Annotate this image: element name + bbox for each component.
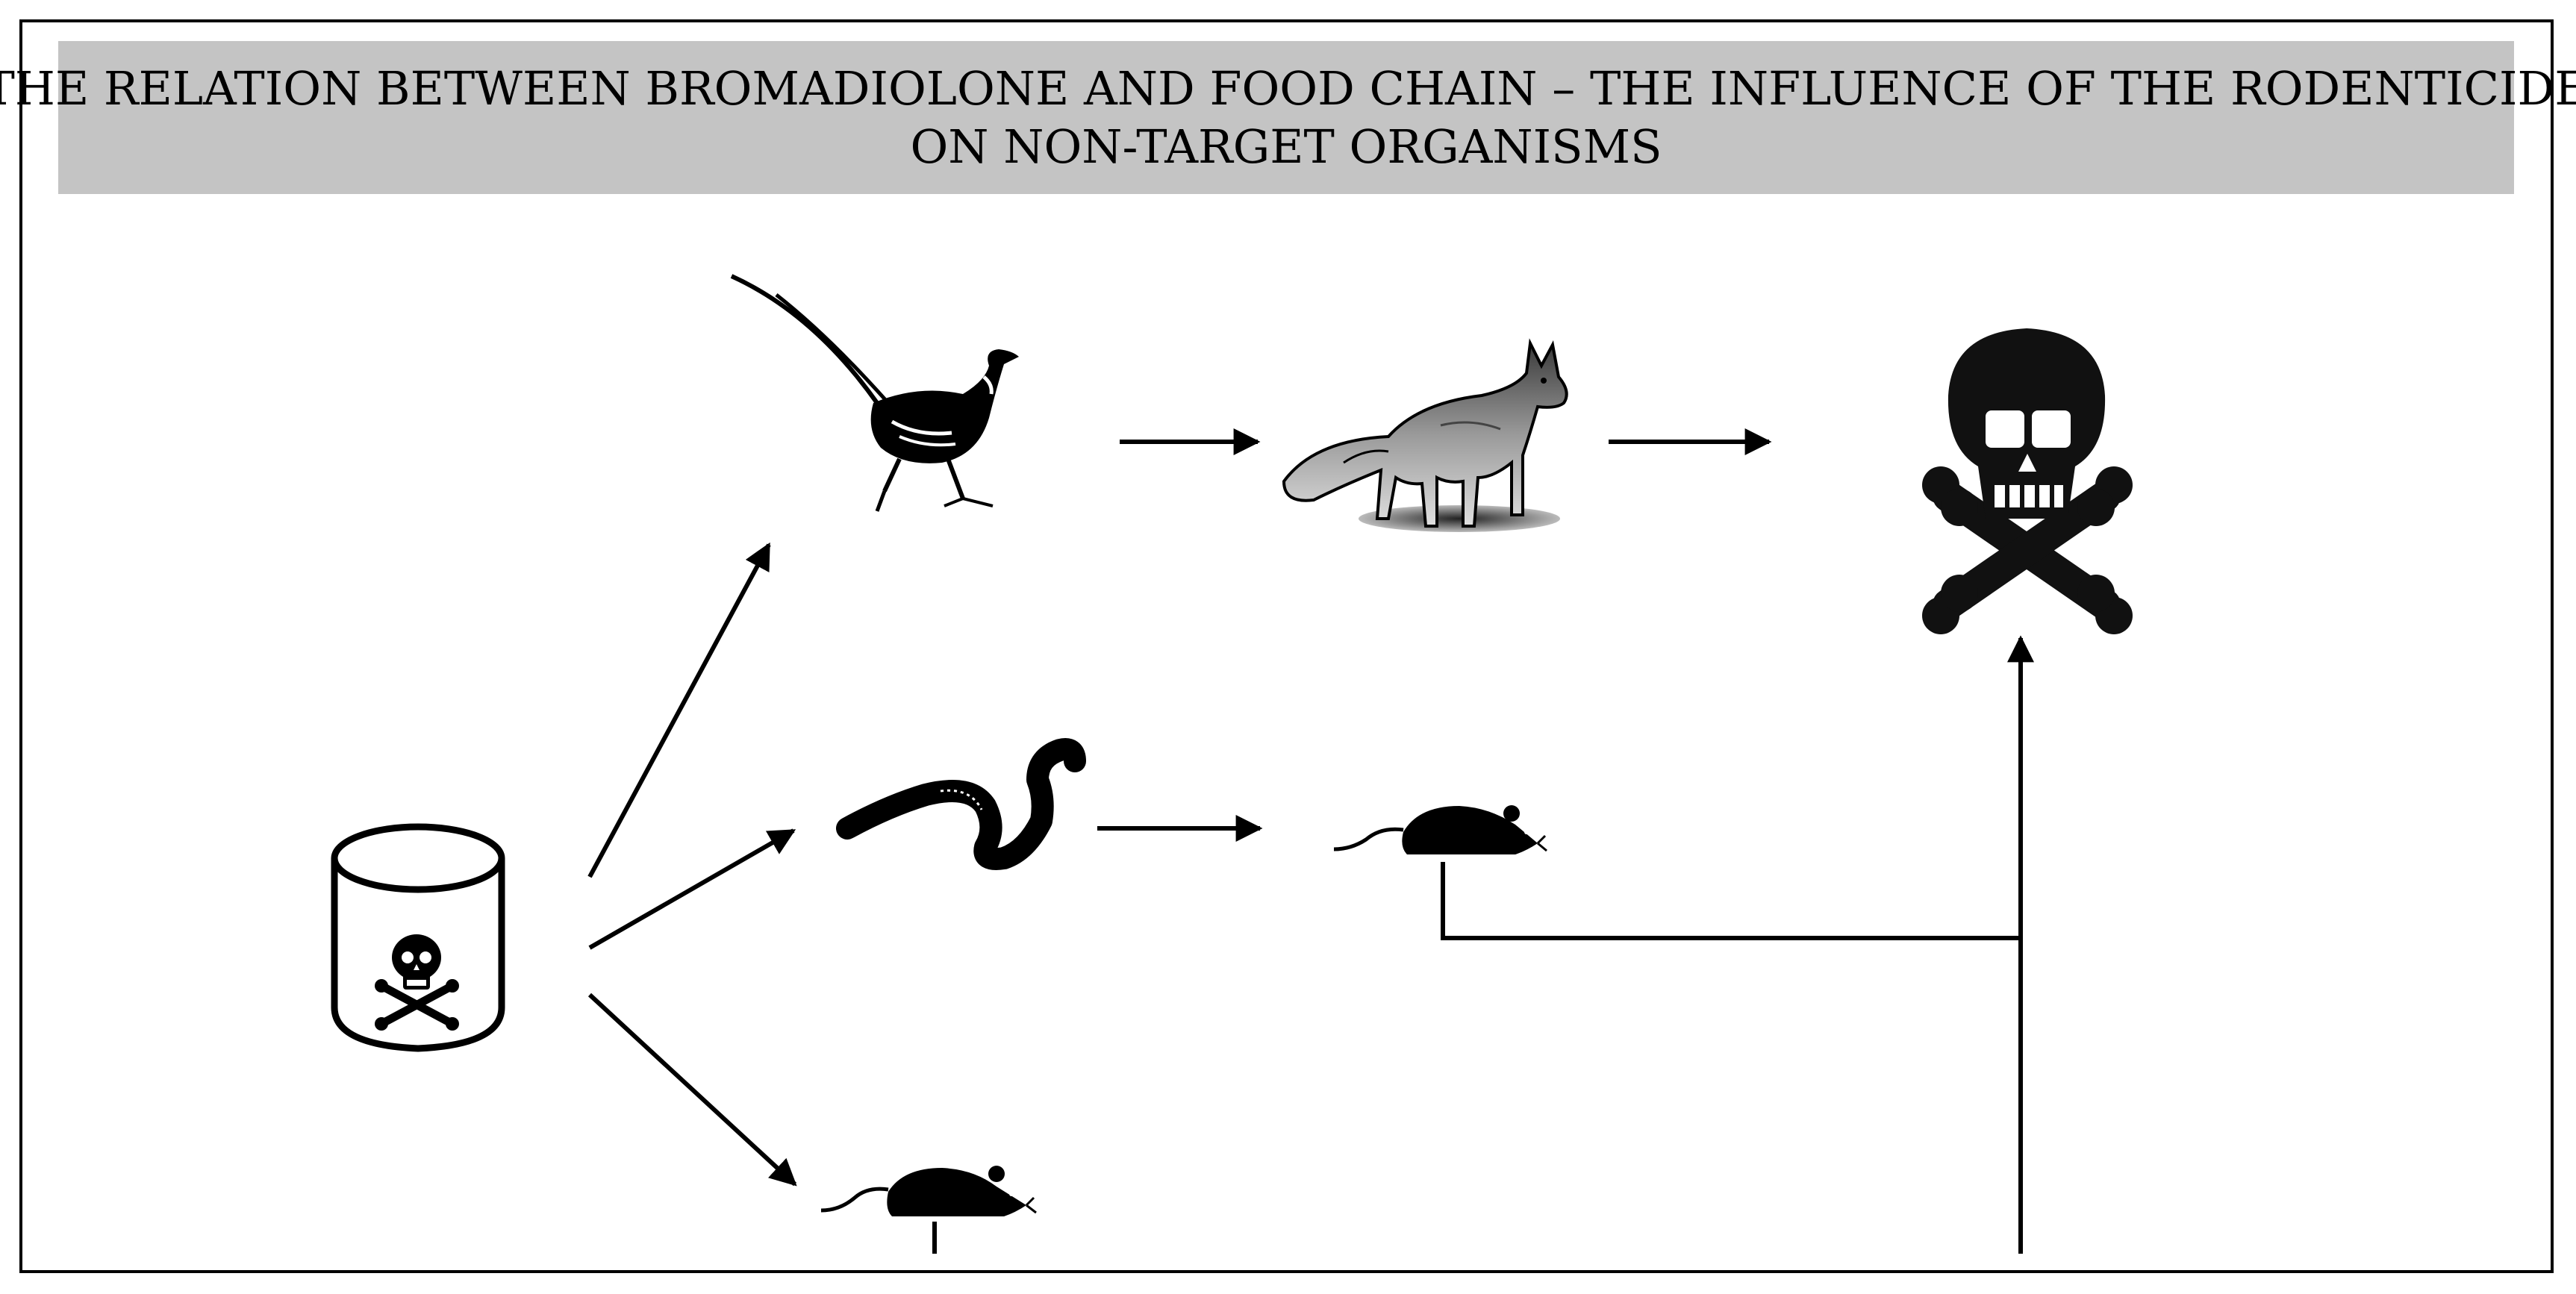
title-line-2: ON NON-TARGET ORGANISMS xyxy=(910,119,1662,174)
fox-icon xyxy=(1282,338,1568,532)
skull-and-crossbones-icon xyxy=(1922,328,2133,634)
arrow-container-to-earthworm xyxy=(588,828,796,950)
title-banner: THE RELATION BETWEEN BROMADIOLONE AND FO… xyxy=(0,41,2576,194)
pheasant-icon xyxy=(730,274,1019,512)
arrows xyxy=(587,428,2034,1254)
title-line-1: THE RELATION BETWEEN BROMADIOLONE AND FO… xyxy=(0,60,2576,116)
connector-mouse-to-death-path xyxy=(1441,862,2021,940)
mouse-icon-lower xyxy=(820,1166,1037,1216)
arrow-container-to-pheasant xyxy=(587,542,771,878)
arrow-container-to-mouse-lower xyxy=(587,993,797,1187)
earthworm-icon xyxy=(836,738,1086,870)
poison-container-icon xyxy=(331,823,505,1052)
diagram-frame xyxy=(19,19,2554,1273)
mouse-icon-upper xyxy=(1333,805,1547,854)
